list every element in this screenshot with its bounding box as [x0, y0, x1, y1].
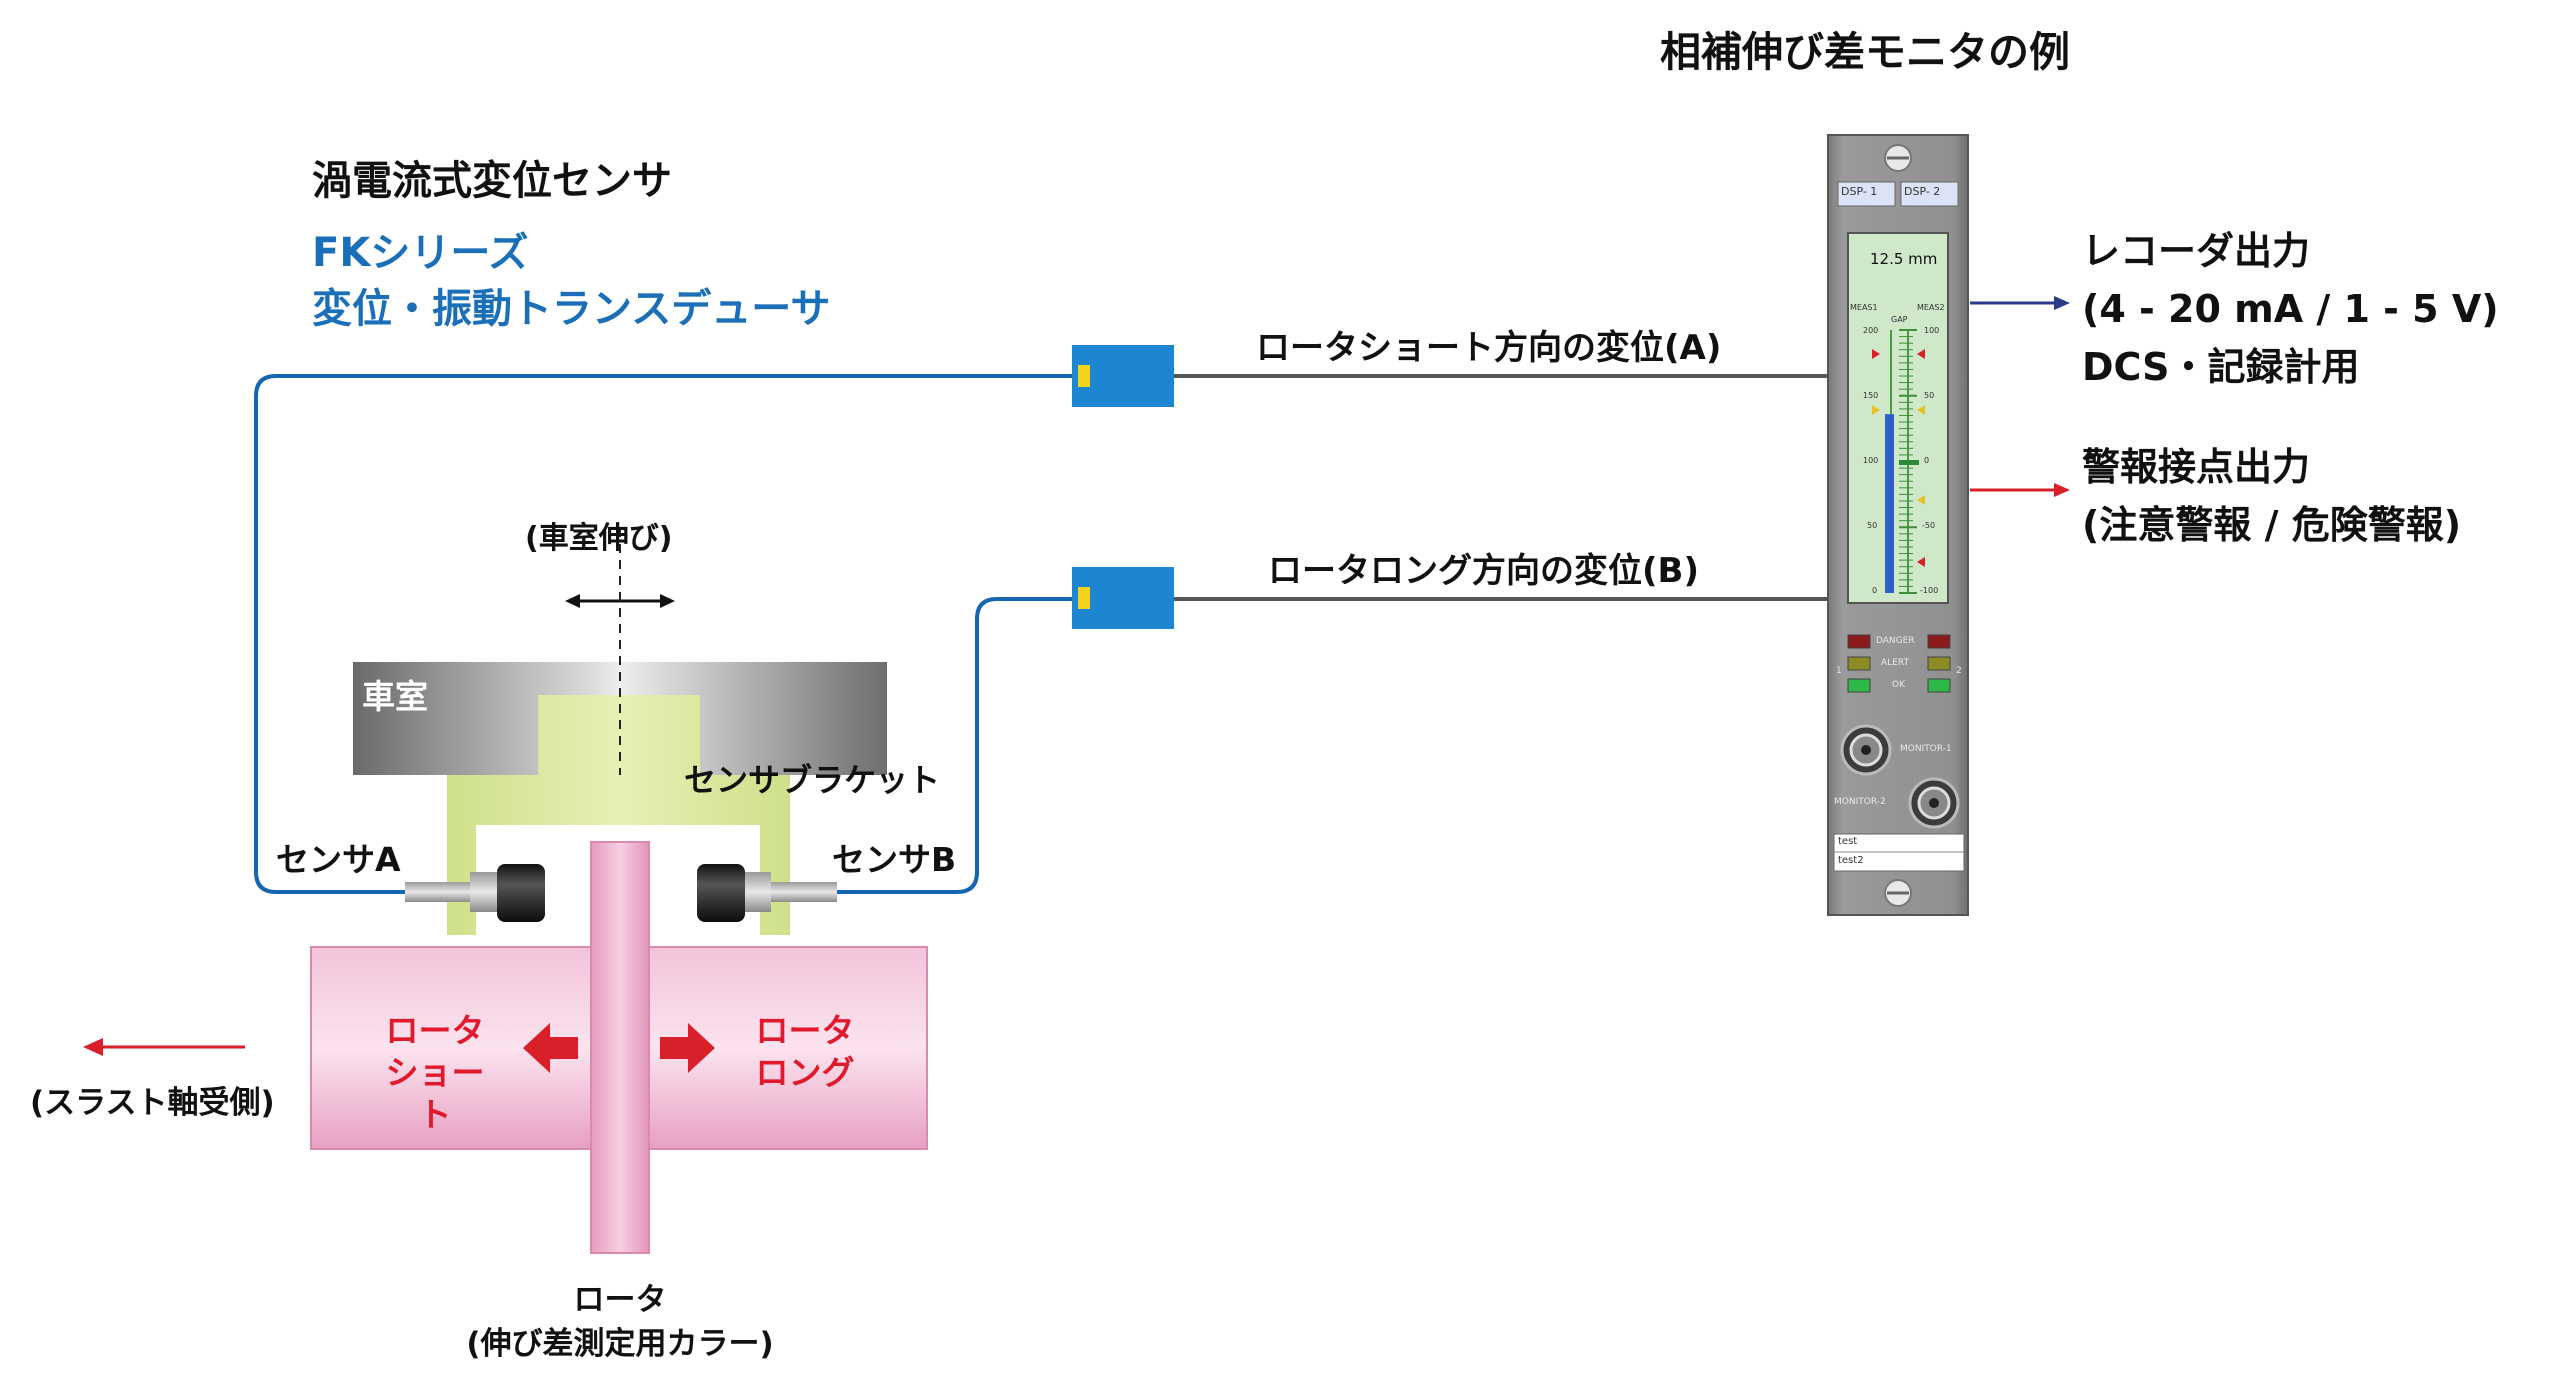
meter-reading: 12.5 mm: [1870, 250, 1938, 268]
ok-led-1: [1847, 678, 1871, 693]
danger-led-1: [1847, 634, 1871, 649]
rotor-collar: [590, 841, 650, 1254]
channel-1-label: 1: [1836, 666, 1842, 676]
monitor-device: [1827, 134, 1969, 916]
danger-marker-low-right: [1917, 557, 1925, 567]
casing-label: 車室: [362, 677, 428, 716]
danger-label: DANGER: [1876, 636, 1915, 646]
monitor-1-label: MONITOR-1: [1900, 744, 1952, 754]
alert-led-1: [1847, 656, 1871, 671]
right-tick-label: 0: [1924, 456, 1930, 465]
cable-a: [254, 374, 1075, 894]
left-tick-label: 200: [1863, 326, 1879, 335]
left-tick-label: 100: [1863, 456, 1879, 465]
alert-led-2: [1927, 656, 1951, 671]
casing: [353, 662, 887, 775]
left-tick-label: 150: [1863, 391, 1879, 400]
rotor-long-label: ロータ ロング: [755, 1011, 855, 1092]
danger-led-2: [1927, 634, 1951, 649]
gap-label: GAP: [1891, 315, 1908, 324]
line-b-label: ロータロング方向の変位(B): [1268, 551, 1699, 591]
thrust-arrow: [83, 1038, 245, 1056]
ok-led-2: [1927, 678, 1951, 693]
tag-1: test: [1838, 836, 1858, 847]
danger-marker-high-left: [1872, 349, 1880, 359]
dsp-1-label: DSP- 1: [1841, 185, 1878, 198]
dsp-2-label: DSP- 2: [1904, 185, 1941, 198]
rotor-caption: ロータ (伸び差測定用カラー): [466, 1282, 774, 1362]
monitor-title: 相補伸び差モニタの例: [1660, 28, 2070, 76]
right-tick-label: 100: [1924, 326, 1940, 335]
rotor-short-arrow: [523, 1023, 578, 1073]
sensor-bracket: [447, 695, 790, 935]
tag-2: test2: [1838, 855, 1864, 866]
left-tick-label: 0: [1872, 586, 1878, 595]
cable-b: [835, 597, 1075, 894]
alarm-output-label: 警報接点出力 (注意警報 / 危険警報): [2082, 445, 2462, 547]
connector-a: [1072, 345, 1174, 407]
sensor-heading: 渦電流式変位センサ: [312, 158, 672, 204]
line-a-label: ロータショート方向の変位(A): [1256, 328, 1722, 368]
bottom-screw-icon: [1884, 879, 1912, 907]
monitor-1-bnc-icon: [1840, 724, 1892, 776]
ok-label: OK: [1892, 680, 1905, 690]
alert-marker-low-right: [1917, 495, 1925, 505]
product-description: 変位・振動トランスデューサ: [312, 286, 831, 332]
alert-label: ALERT: [1881, 658, 1909, 668]
channel-2-label: 2: [1956, 666, 1962, 676]
right-tick-label: -50: [1922, 521, 1936, 530]
right-tick-label: 50: [1924, 391, 1935, 400]
thrust-side-label: (スラスト軸受側): [30, 1085, 275, 1121]
monitor-2-bnc-icon: [1908, 777, 1960, 829]
alert-marker-high-left: [1872, 405, 1880, 415]
casing-expansion-label: (車室伸び): [525, 521, 673, 556]
sensor-b: [697, 864, 837, 922]
sensor-a-label: センサA: [276, 840, 401, 879]
rotor-long-arrow: [660, 1023, 715, 1073]
meter-bar: [1885, 414, 1894, 593]
right-tick-label: -100: [1920, 586, 1939, 595]
left-tick-label: 50: [1867, 521, 1878, 530]
recorder-output-arrow: [1970, 296, 2070, 310]
sensor-a: [405, 864, 545, 922]
sensor-bracket-label: センサブラケット: [684, 761, 941, 799]
meas2-label: MEAS2: [1917, 303, 1945, 312]
sensor-b-label: センサB: [832, 840, 957, 879]
top-screw-icon: [1884, 144, 1912, 172]
rotor-short-label: ロータ ショート: [385, 1011, 485, 1134]
meas1-label: MEAS1: [1850, 303, 1878, 312]
monitor-2-label: MONITOR-2: [1834, 797, 1886, 807]
connector-b: [1072, 567, 1174, 629]
danger-marker-high-right: [1917, 349, 1925, 359]
recorder-output-label: レコーダ出力 (4 - 20 mA / 1 - 5 V) DCS・記録計用: [2082, 229, 2499, 389]
alarm-output-arrow: [1970, 483, 2070, 497]
alert-marker-high-right: [1917, 405, 1925, 415]
product-line-name: FKシリーズ: [312, 230, 529, 276]
